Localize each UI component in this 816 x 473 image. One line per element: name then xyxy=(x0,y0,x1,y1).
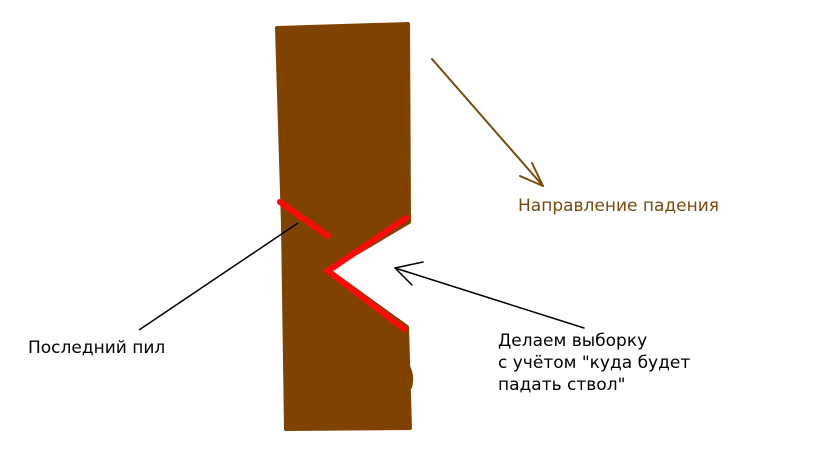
fall-direction-label: Направление падения xyxy=(518,196,720,216)
notch-pointer-arrow xyxy=(394,261,585,329)
last-cut-label: Последний пил xyxy=(28,338,166,358)
fall-direction-arrow xyxy=(431,58,544,187)
tree-trunk xyxy=(275,22,412,431)
notch-description-line-1: Делаем выборку xyxy=(498,331,648,351)
notch-description-line-3: падать ствол" xyxy=(498,375,626,395)
trunk-bump xyxy=(406,360,414,392)
notch-cut-line xyxy=(322,215,409,332)
notch-description-line-2: с учётом "куда будет xyxy=(498,353,691,373)
last-cut-pointer-line xyxy=(138,222,299,331)
back-cut-line xyxy=(277,199,331,239)
notch-description-label: Делаем выборку с учётом "куда будет пада… xyxy=(498,330,690,396)
